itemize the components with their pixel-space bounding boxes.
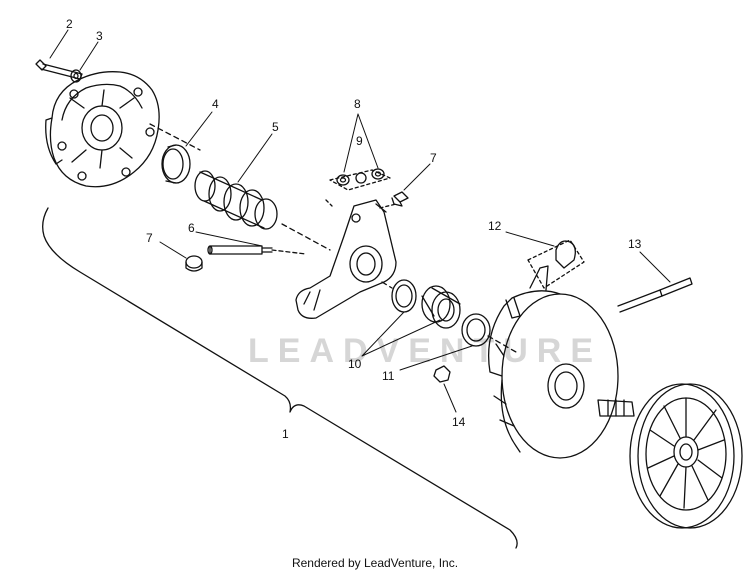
cap-part-upper: [391, 191, 409, 207]
callout-14: 14: [452, 415, 466, 429]
callout-9: 9: [356, 134, 363, 148]
callout-13: 13: [628, 237, 642, 251]
callout-6: 6: [188, 221, 195, 235]
callout-1: 1: [282, 427, 289, 441]
spring-part: [194, 170, 278, 230]
washer-part: [70, 69, 82, 83]
assembly-bracket: [42, 207, 518, 549]
callout-2: 2: [66, 17, 73, 31]
movable-sheave-part: [487, 265, 619, 459]
cover-plate-part: [45, 71, 160, 188]
ring-part-11: [461, 313, 491, 347]
long-bolt-part: [617, 277, 693, 313]
watermark: LEADVENTURE: [248, 332, 602, 370]
leader-lines: [49, 29, 671, 413]
seal-spacer-group: [391, 279, 461, 329]
roller-weight-part: [527, 239, 585, 289]
callout-7-upper: 7: [430, 151, 437, 165]
callout-11: 11: [382, 369, 395, 383]
nut-part: [433, 365, 451, 383]
callout-4: 4: [212, 97, 219, 111]
callout-5: 5: [272, 120, 279, 134]
callout-8: 8: [354, 97, 361, 111]
arm-bracket-part: [295, 199, 397, 319]
callout-12: 12: [488, 219, 502, 233]
pin-part: [207, 245, 273, 255]
callout-7-lower: 7: [146, 231, 153, 245]
hardware-group: [329, 168, 391, 191]
callout-3: 3: [96, 29, 103, 43]
fixed-sheave-part: [597, 383, 743, 529]
ring-part: [161, 144, 191, 184]
callout-10: 10: [348, 357, 362, 371]
cap-part-lower: [185, 255, 203, 272]
footer-credit: Rendered by LeadVenture, Inc.: [291, 556, 459, 570]
